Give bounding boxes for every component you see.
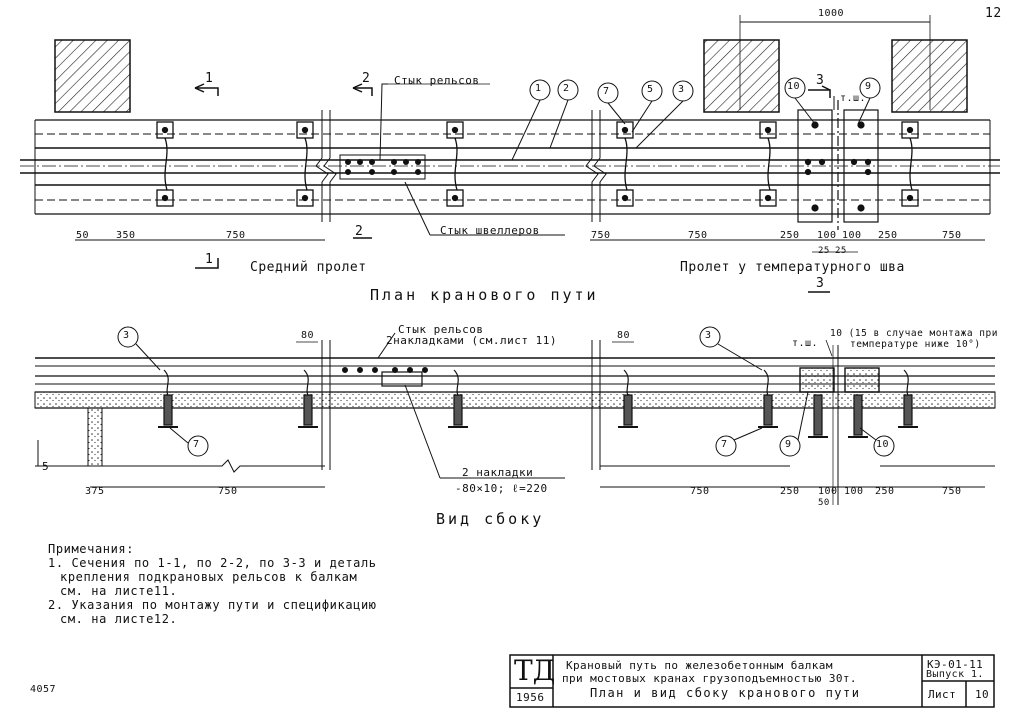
plan-dim-250a: 250 — [780, 230, 800, 241]
side-dim-80b: 80 — [617, 330, 631, 341]
side-dim-100b: 100 — [844, 486, 864, 497]
section-mark-2: 2 — [362, 71, 371, 86]
notes-line-4: 2. Указания по монтажу пути и спецификац… — [48, 598, 377, 612]
side-view — [34, 326, 996, 505]
notes-heading: Примечания: — [48, 542, 135, 556]
title-block-frame — [509, 654, 995, 708]
plan-dim-750d: 750 — [942, 230, 962, 241]
callout-5: 5 — [647, 84, 654, 95]
notes-line-1: 1. Сечения по 1-1, по 2-2, по 3-3 и дета… — [48, 556, 377, 570]
side-tsh-label: т.ш. — [792, 338, 819, 349]
page-number: 12 — [985, 6, 1002, 21]
gap-note-1: 10 (15 в случае монтажа при — [830, 328, 998, 339]
section-mark-3: 3 — [816, 73, 825, 88]
plan-title: План кранового пути — [370, 286, 599, 304]
title-year: 1956 — [516, 691, 545, 704]
plan-dim-250b: 250 — [878, 230, 898, 241]
title-line-1: Крановый путь по железобетонным балкам — [566, 659, 833, 672]
rail-joint-label: Стык рельсов — [394, 74, 480, 87]
notes-line-5: см. на листе12. — [60, 612, 178, 626]
sheet-label: Лист — [928, 688, 957, 701]
side-callout-7b: 7 — [721, 439, 728, 450]
column-3 — [891, 39, 968, 113]
rail-clips — [156, 121, 919, 207]
callout-3: 3 — [678, 84, 685, 95]
right-span-caption: Пролет у температурного шва — [680, 260, 905, 275]
side-dim-80a: 80 — [301, 330, 315, 341]
plan-dim-750a: 750 — [226, 230, 246, 241]
side-rail-joint-2: 2накладками (см.лист 11) — [386, 334, 557, 347]
side-dim-250a: 250 — [780, 486, 800, 497]
plan-view — [20, 15, 1000, 293]
callout-2: 2 — [563, 83, 570, 94]
title-line-2: при мостовых кранах грузоподъемностью 30… — [562, 672, 857, 685]
plan-dim-100b: 100 — [842, 230, 862, 241]
plates-label-1: 2 накладки — [462, 466, 534, 479]
section-mark-1: 1 — [205, 71, 214, 86]
side-dim-750a: 750 — [218, 486, 238, 497]
left-span-caption: Средний пролет — [250, 260, 367, 275]
side-dim-750b: 750 — [690, 486, 710, 497]
notes-line-3: см. на листе11. — [60, 584, 178, 598]
plan-tsh-label: т.ш. — [840, 93, 867, 104]
side-dim-250b: 250 — [875, 486, 895, 497]
callout-1: 1 — [535, 83, 542, 94]
gap-note-2: температуре ниже 10°) — [850, 339, 981, 350]
side-dim-100a: 100 — [818, 486, 838, 497]
side-callout-9: 9 — [785, 439, 792, 450]
side-title: Вид сбоку — [436, 510, 545, 528]
side-dim-375: 375 — [85, 486, 105, 497]
side-callout-7a: 7 — [193, 439, 200, 450]
callout-7: 7 — [603, 86, 610, 97]
plan-dim-100a: 100 — [817, 230, 837, 241]
notes-block: Примечания: 1. Сечения по 1-1, по 2-2, п… — [48, 542, 377, 626]
archive-number: 4057 — [30, 684, 57, 695]
sheet-number: 10 — [975, 688, 990, 701]
top-dim-1000: 1000 — [818, 8, 845, 19]
plan-dim-750b: 750 — [591, 230, 611, 241]
title-line-3: План и вид сбоку кранового пути — [590, 686, 861, 700]
side-callout-3b: 3 — [705, 330, 712, 341]
section-mark-1b: 1 — [205, 252, 214, 267]
plan-dim-50: 50 — [76, 230, 90, 241]
plates-label-2: -80×10; ℓ=220 — [455, 482, 548, 495]
plan-dim-25b: 25 — [835, 246, 847, 256]
callout-10: 10 — [787, 81, 801, 92]
section-mark-3b: 3 — [816, 276, 825, 291]
column-1 — [54, 39, 131, 113]
doc-issue: Выпуск 1. — [926, 669, 984, 680]
side-callout-10: 10 — [876, 439, 890, 450]
plan-dim-25a: 25 — [818, 246, 830, 256]
level-mark: 5 — [42, 460, 50, 473]
side-callout-3a: 3 — [123, 330, 130, 341]
doc-code: КЭ-01-11 — [927, 658, 984, 671]
side-dim-750c: 750 — [942, 486, 962, 497]
plan-dim-350: 350 — [116, 230, 136, 241]
channel-joint-label: Стык швеллеров — [440, 224, 540, 237]
column-2 — [703, 39, 780, 113]
side-dim-50: 50 — [818, 498, 830, 508]
notes-line-2: крепления подкрановых рельсов к балкам — [60, 570, 358, 584]
section-mark-2b: 2 — [355, 224, 364, 239]
callout-9: 9 — [865, 81, 872, 92]
side-rail-joint-1: Стык рельсов — [398, 323, 484, 336]
plan-dim-750c: 750 — [688, 230, 708, 241]
td-logo: ТД — [514, 654, 556, 687]
